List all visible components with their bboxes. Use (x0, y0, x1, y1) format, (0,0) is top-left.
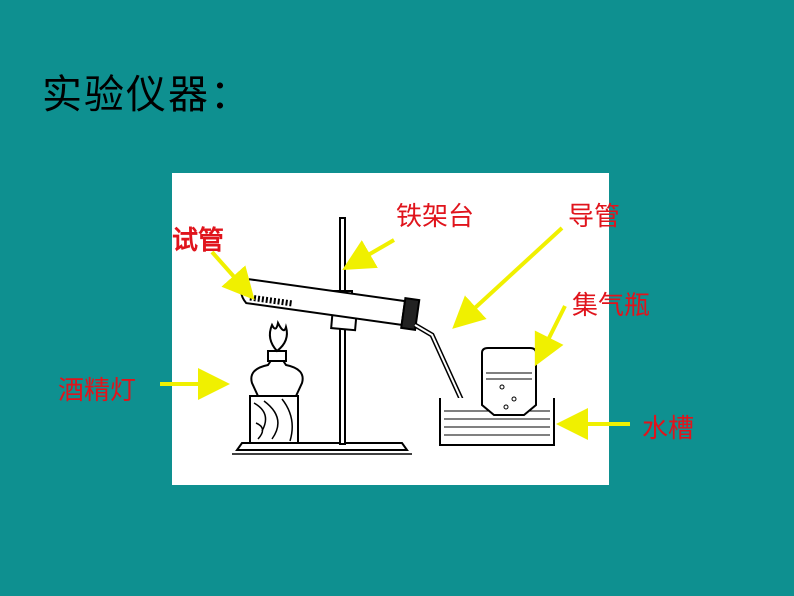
stand-rod (339, 217, 346, 445)
apparatus-diagram (172, 173, 609, 485)
label-gas-bottle: 集气瓶 (572, 291, 651, 321)
arrow-iron-stand (342, 238, 396, 271)
wood-grain (253, 398, 293, 442)
arrow-gas-bottle (534, 305, 567, 367)
label-water-trough: 水槽 (642, 414, 695, 444)
label-test-tube: 试管 (172, 226, 225, 256)
stand-base (235, 442, 409, 451)
gas-bottle (481, 347, 537, 416)
label-delivery-tube: 导管 (568, 202, 621, 232)
slide-title: 实验仪器： (42, 72, 252, 118)
label-alcohol-lamp: 酒精灯 (58, 376, 137, 406)
lamp-flame (268, 319, 288, 353)
arrow-delivery-tube (452, 226, 564, 329)
apparatus-drawing (232, 217, 555, 455)
arrow-test-tube (210, 250, 255, 300)
label-iron-stand: 铁架台 (396, 202, 475, 232)
